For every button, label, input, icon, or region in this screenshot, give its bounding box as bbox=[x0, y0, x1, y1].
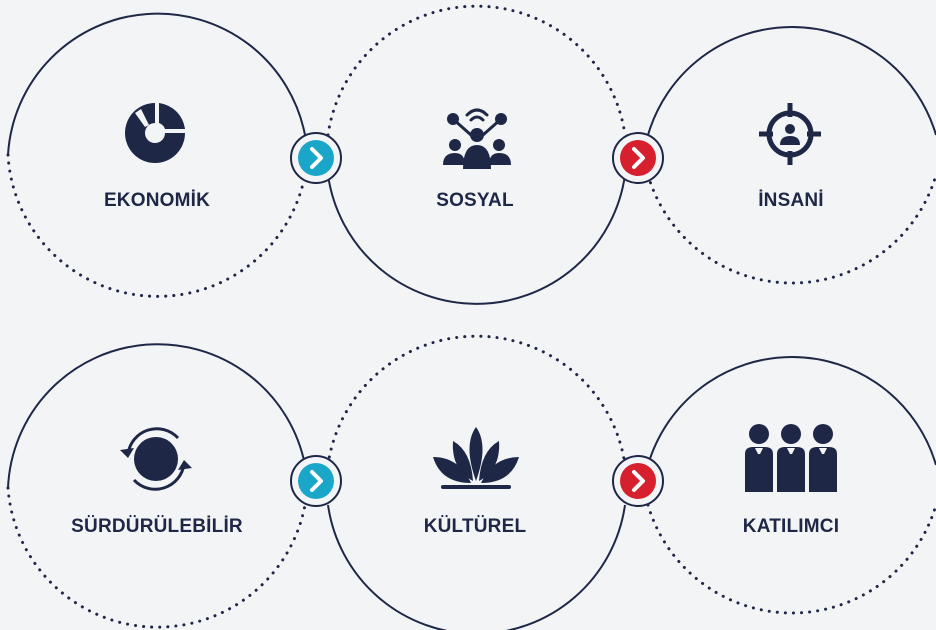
circle-kulturel-dotted-half bbox=[326, 334, 627, 467]
next-arrow-button-blue[interactable] bbox=[288, 453, 344, 509]
chevron-right-icon bbox=[310, 470, 323, 492]
label-sosyal: SOSYAL bbox=[436, 190, 514, 211]
circle-insani-solid-half bbox=[647, 26, 936, 136]
label-surdurulebilir: SÜRDÜRÜLEBİLİR bbox=[71, 516, 243, 537]
next-arrow-button-red[interactable] bbox=[610, 453, 666, 509]
target-person-icon bbox=[759, 103, 821, 165]
next-arrow-button-blue[interactable] bbox=[288, 130, 344, 186]
next-arrow-button-red[interactable] bbox=[610, 130, 666, 186]
chevron-right-icon bbox=[632, 147, 645, 169]
circle-ekonomik-dotted-half bbox=[6, 153, 307, 298]
chevron-right-icon bbox=[632, 470, 645, 492]
circle-sosyal-dotted-half bbox=[326, 4, 627, 137]
circle-kulturel-solid-half bbox=[327, 504, 626, 630]
label-insani: İNSANİ bbox=[758, 190, 824, 211]
label-katilimci: KATILIMCI bbox=[742, 516, 840, 537]
donut-chart-icon bbox=[125, 103, 185, 163]
chevron-right-icon bbox=[310, 147, 323, 169]
circle-surdurulebilir-dotted-half bbox=[6, 486, 307, 629]
label-kulturel: KÜLTÜREL bbox=[423, 516, 527, 537]
label-ekonomik: EKONOMİK bbox=[103, 190, 211, 211]
circle-ekonomik-solid-half bbox=[7, 12, 306, 156]
network-people-icon bbox=[443, 108, 511, 169]
circle-insani-dotted-half bbox=[646, 173, 936, 285]
team-people-icon bbox=[745, 424, 837, 492]
lotus-icon bbox=[433, 427, 519, 489]
circle-katilimci-dotted-half bbox=[646, 503, 936, 615]
circle-surdurulebilir-solid-half bbox=[7, 343, 306, 489]
circle-sosyal-solid-half bbox=[327, 174, 626, 305]
circle-katilimci-solid-half bbox=[647, 356, 936, 466]
cycle-icon bbox=[120, 427, 192, 491]
